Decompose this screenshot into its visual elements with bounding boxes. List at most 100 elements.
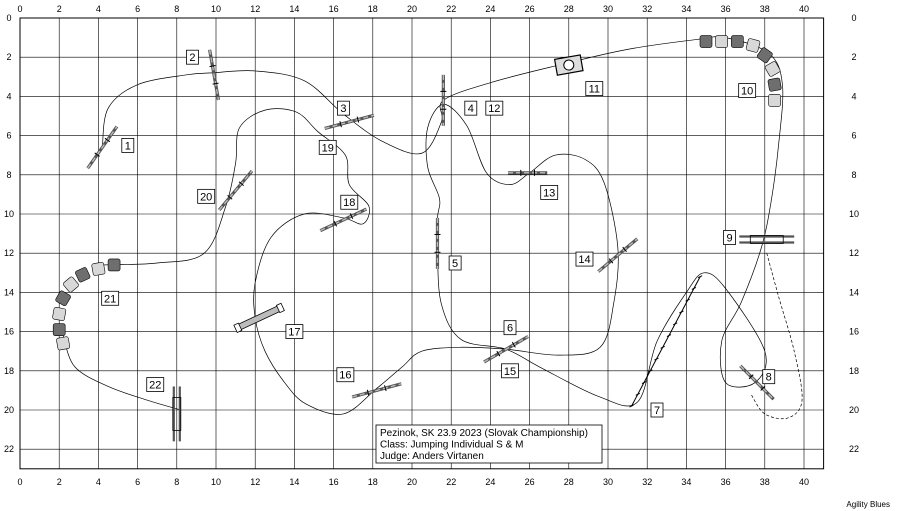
obstacle-number-label: 19 bbox=[322, 142, 334, 154]
weave-pole bbox=[691, 287, 697, 290]
jump-wing bbox=[356, 116, 360, 123]
weave-poles-obstacle bbox=[629, 275, 703, 408]
y-tick-label-right: 2 bbox=[851, 52, 856, 62]
tunnel-segment bbox=[107, 258, 121, 272]
obstacle-number-17: 17 bbox=[285, 324, 304, 340]
weave-pole bbox=[629, 404, 634, 408]
double-jump-frame bbox=[172, 397, 182, 431]
jump-bar-highlight bbox=[597, 238, 638, 273]
x-tick-label-top: 34 bbox=[681, 4, 691, 14]
tunnel-segment bbox=[63, 276, 79, 293]
jump-bar-highlight bbox=[483, 335, 529, 363]
jump-obstacle bbox=[434, 217, 441, 269]
jump-obstacle bbox=[351, 382, 402, 399]
tire-ring bbox=[563, 59, 575, 71]
x-tick-label-top: 0 bbox=[17, 4, 22, 14]
jump-wing bbox=[227, 195, 233, 200]
y-tick-label-left: 18 bbox=[4, 366, 14, 376]
x-tick-label-bottom: 4 bbox=[96, 477, 101, 487]
jump-wing bbox=[209, 65, 216, 68]
obstacle-number-14: 14 bbox=[575, 251, 594, 267]
jump-obstacle bbox=[739, 364, 775, 401]
x-tick-label-bottom: 12 bbox=[250, 477, 260, 487]
obstacle-number-label: 15 bbox=[504, 366, 516, 378]
weave-pole bbox=[697, 275, 703, 279]
obstacle-number-label: 17 bbox=[288, 327, 300, 339]
x-tick-label-top: 10 bbox=[211, 4, 221, 14]
number-box bbox=[738, 83, 757, 98]
y-tick-label-left: 4 bbox=[6, 91, 11, 101]
obstacle-number-13: 13 bbox=[540, 185, 559, 200]
info-box-frame bbox=[375, 424, 603, 464]
tunnel-segment bbox=[767, 77, 782, 92]
obstacle-number-4: 4 bbox=[464, 100, 478, 116]
x-tick-label-bottom: 0 bbox=[17, 477, 22, 487]
jump-wing bbox=[384, 385, 387, 392]
jump-wing bbox=[104, 137, 111, 143]
y-tick-label-right: 16 bbox=[849, 327, 859, 337]
number-box bbox=[340, 194, 359, 210]
number-box bbox=[101, 290, 120, 306]
weave-pole bbox=[685, 298, 690, 302]
double-jump-obstacle bbox=[739, 235, 795, 244]
x-tick-label-bottom: 10 bbox=[211, 477, 221, 487]
handler-path-end bbox=[62, 335, 181, 411]
obstacle-number-label: 2 bbox=[189, 52, 195, 64]
y-tick-label-left: 0 bbox=[6, 13, 11, 23]
number-box bbox=[762, 369, 776, 385]
y-tick-label-left: 10 bbox=[4, 209, 14, 219]
long-jump-obstacle bbox=[233, 302, 285, 334]
x-tick-label-top: 30 bbox=[603, 4, 613, 14]
x-tick-label-bottom: 16 bbox=[329, 477, 339, 487]
y-tick-label-right: 12 bbox=[849, 248, 859, 258]
jump-bar-highlight bbox=[324, 114, 375, 130]
number-box bbox=[723, 230, 736, 245]
number-box bbox=[448, 255, 462, 271]
obstacle-number-20: 20 bbox=[197, 188, 216, 204]
obstacle-number-15: 15 bbox=[501, 363, 519, 379]
y-tick-label-left: 8 bbox=[6, 170, 11, 180]
grid bbox=[19, 17, 825, 470]
x-tick-label-top: 40 bbox=[799, 4, 809, 14]
obstacle-number-label: 22 bbox=[149, 380, 161, 392]
x-tick-label-top: 38 bbox=[760, 4, 770, 14]
number-box bbox=[336, 100, 350, 116]
tunnel-segment bbox=[715, 35, 728, 48]
jump-obstacle bbox=[208, 49, 221, 101]
jump-wing bbox=[349, 213, 354, 220]
obstacles bbox=[52, 35, 795, 442]
x-tick-label-bottom: 22 bbox=[446, 477, 456, 487]
y-tick-label-left: 2 bbox=[6, 52, 11, 62]
y-tick-label-left: 20 bbox=[4, 405, 14, 415]
weave-pole bbox=[641, 381, 647, 385]
number-box bbox=[285, 324, 304, 340]
y-tick-label-right: 18 bbox=[849, 366, 859, 376]
x-tick-label-top: 2 bbox=[57, 4, 62, 14]
weave-pole bbox=[679, 310, 684, 314]
x-tick-label-bottom: 26 bbox=[525, 477, 535, 487]
number-box bbox=[146, 377, 165, 392]
double-jump-frame bbox=[749, 235, 784, 244]
obstacle-number-11: 11 bbox=[585, 81, 604, 96]
info-line2: Class: Jumping Individual S & M bbox=[380, 440, 523, 451]
number-box bbox=[336, 367, 355, 383]
jump-wing bbox=[496, 350, 501, 357]
jump-obstacle bbox=[508, 169, 548, 176]
x-tick-label-bottom: 18 bbox=[368, 477, 378, 487]
obstacle-number-9: 9 bbox=[723, 230, 736, 245]
x-tick-label-bottom: 8 bbox=[174, 477, 179, 487]
y-tick-label-right: 4 bbox=[851, 91, 856, 101]
tunnel-segment bbox=[75, 267, 91, 283]
jump-bar-highlight bbox=[208, 49, 220, 101]
weave-pole bbox=[666, 334, 672, 337]
x-tick-label-bottom: 6 bbox=[135, 477, 140, 487]
weave-pole bbox=[635, 392, 640, 396]
y-tick-label-left: 12 bbox=[4, 248, 14, 258]
obstacle-number-16: 16 bbox=[336, 367, 355, 383]
obstacle-number-1: 1 bbox=[121, 137, 135, 153]
obstacle-number-2: 2 bbox=[186, 49, 199, 65]
obstacle-number-label: 20 bbox=[200, 191, 212, 203]
jump-wing bbox=[238, 181, 244, 186]
x-tick-label-bottom: 32 bbox=[642, 477, 652, 487]
